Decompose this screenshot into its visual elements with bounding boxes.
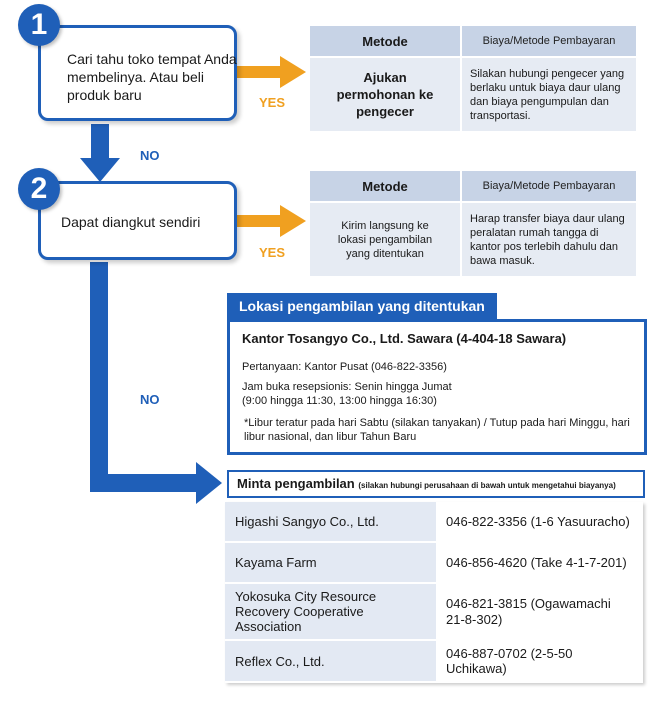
yes-arrow-1	[237, 56, 306, 88]
no-arrow-2	[90, 262, 222, 504]
company-contact: 046-856-4620 (Take 4-1-7-201)	[434, 542, 643, 584]
step1-header-cost: Biaya/Metode Pembayaran	[460, 26, 636, 57]
step1-no-label: NO	[140, 148, 160, 163]
step2-no-label: NO	[140, 392, 160, 407]
step2-text: Dapat diangkut sendiri	[61, 214, 201, 230]
step2-number-badge: 2	[18, 168, 60, 210]
company-name: Kayama Farm	[225, 542, 435, 584]
location-inquiry: Pertanyaan: Kantor Pusat (046-822-3356)	[242, 361, 447, 373]
step2-header-cost: Biaya/Metode Pembayaran	[460, 171, 636, 202]
step2-method-cell: Kirim langsung ke lokasi pengambilan yan…	[310, 201, 461, 276]
step2-box: Dapat diangkut sendiri	[38, 181, 237, 260]
company-name: Higashi Sangyo Co., Ltd.	[225, 502, 435, 543]
table-row: Higashi Sangyo Co., Ltd. 046-822-3356 (1…	[225, 502, 643, 543]
table-row: Reflex Co., Ltd. 046-887-0702 (2-5-50 Uc…	[225, 640, 643, 683]
step2-method-table: Metode Biaya/Metode Pembayaran Kirim lan…	[310, 171, 636, 276]
table-row: Kayama Farm 046-856-4620 (Take 4-1-7-201…	[225, 542, 643, 584]
step2-yes-label: YES	[259, 245, 286, 260]
pickup-header: Minta pengambilan (silakan hubungi perus…	[227, 470, 645, 498]
no-arrow-1	[80, 124, 120, 182]
location-note: *Libur teratur pada hari Sabtu (silakan …	[244, 417, 630, 443]
pickup-subtitle: (silakan hubungi perusahaan di bawah unt…	[358, 481, 616, 490]
step1-method-table: Metode Biaya/Metode Pembayaran Ajukan pe…	[310, 26, 636, 131]
step1-yes-label: YES	[259, 95, 286, 110]
step1-text: Cari tahu toko tempat Anda membelinya. A…	[67, 51, 237, 103]
step1-header-method: Metode	[310, 26, 461, 57]
table-row: Yokosuka City Resource Recovery Cooperat…	[225, 583, 643, 641]
step2-cost-cell: Harap transfer biaya daur ulang peralata…	[460, 201, 636, 276]
pickup-title: Minta pengambilan	[237, 476, 355, 491]
step2-header-method: Metode	[310, 171, 461, 202]
location-hours-days: Jam buka resepsionis: Senin hingga Jumat	[242, 381, 452, 393]
company-contact: 046-887-0702 (2-5-50 Uchikawa)	[434, 640, 643, 683]
location-box: Kantor Tosangyo Co., Ltd. Sawara (4-404-…	[227, 319, 647, 455]
company-contact: 046-822-3356 (1-6 Yasuuracho)	[434, 502, 643, 543]
pickup-company-table: Higashi Sangyo Co., Ltd. 046-822-3356 (1…	[225, 502, 643, 683]
company-contact: 046-821-3815 (Ogawamachi 21-8-302)	[434, 583, 643, 641]
location-hours-times: (9:00 hingga 11:30, 13:00 hingga 16:30)	[242, 395, 437, 407]
company-name: Reflex Co., Ltd.	[225, 640, 435, 683]
location-office: Kantor Tosangyo Co., Ltd. Sawara (4-404-…	[242, 331, 567, 346]
step1-box: Cari tahu toko tempat Anda membelinya. A…	[38, 25, 237, 121]
step1-method-cell: Ajukan permohonan ke pengecer	[310, 56, 461, 131]
step1-cost-cell: Silakan hubungi pengecer yang berlaku un…	[460, 56, 636, 131]
step1-number-badge: 1	[18, 4, 60, 46]
yes-arrow-2	[237, 205, 306, 237]
company-name: Yokosuka City Resource Recovery Cooperat…	[225, 583, 435, 641]
location-title: Lokasi pengambilan yang ditentukan	[227, 293, 497, 319]
